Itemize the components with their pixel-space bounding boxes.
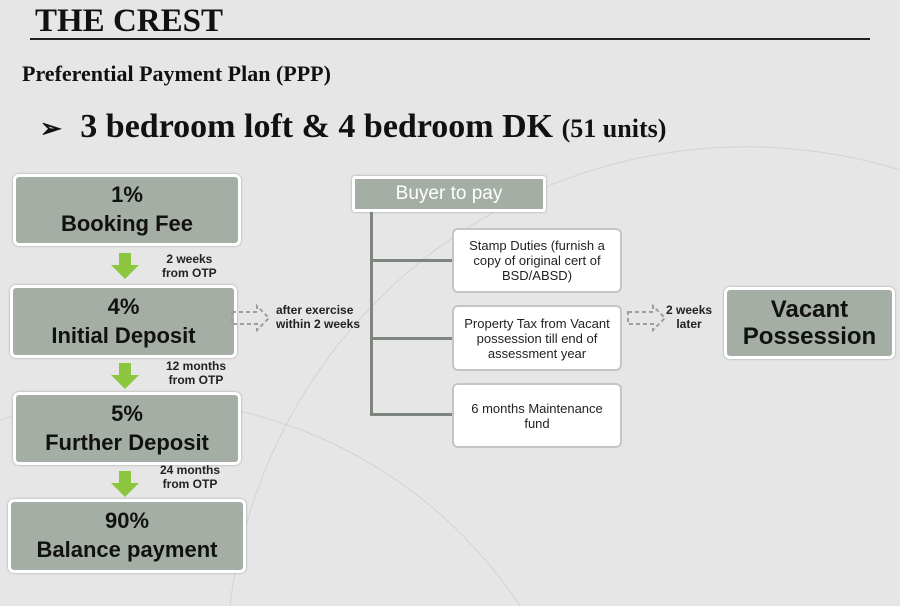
connector-line [370, 212, 373, 416]
heading: 3 bedroom loft & 4 bedroom DK [80, 108, 554, 145]
down-arrow-icon [111, 471, 139, 497]
down-arrow-icon [111, 253, 139, 279]
stage-percent: 1% [111, 182, 143, 207]
dashed-arrow-icon [231, 304, 271, 332]
stage-percent: 90% [104, 508, 150, 533]
stage-percent: 5% [111, 400, 143, 426]
stage-label: Further Deposit [45, 429, 209, 455]
down-arrow-icon [111, 363, 139, 389]
dashed-arrow-icon [627, 304, 667, 332]
connector-line [370, 337, 453, 340]
payment-item: Property Tax from Vacant possession till… [452, 305, 622, 371]
payment-item: 6 months Maintenance fund [452, 383, 622, 448]
stage-label: Booking Fee [60, 211, 193, 236]
buyer-to-pay-header: Buyer to pay [352, 176, 546, 212]
stage-percent: 4% [107, 293, 140, 319]
stage-booking-fee: 1% Booking Fee [13, 174, 241, 246]
final-line1: Vacant [770, 296, 849, 323]
stage-label: Balance payment [36, 537, 218, 562]
heading-units: (51 units) [561, 114, 667, 143]
subtitle: Preferential Payment Plan (PPP) [22, 61, 331, 86]
connector-line [370, 413, 453, 416]
title-underline [30, 38, 870, 40]
stage-initial-deposit: 4% Initial Deposit [10, 285, 237, 358]
stage-label: Initial Deposit [51, 322, 196, 348]
payment-item: Stamp Duties (furnish a copy of original… [452, 228, 622, 293]
final-line2: Possession [742, 323, 877, 350]
page-title: THE CREST [35, 3, 223, 39]
stage-further-deposit: 5% Further Deposit [13, 392, 241, 465]
connector-line [370, 259, 453, 262]
buyer-title: Buyer to pay [395, 183, 503, 204]
vacant-possession: Vacant Possession [724, 287, 895, 359]
bullet-icon: ➢ [40, 114, 62, 143]
stage-balance-payment: 90% Balance payment [8, 499, 246, 573]
